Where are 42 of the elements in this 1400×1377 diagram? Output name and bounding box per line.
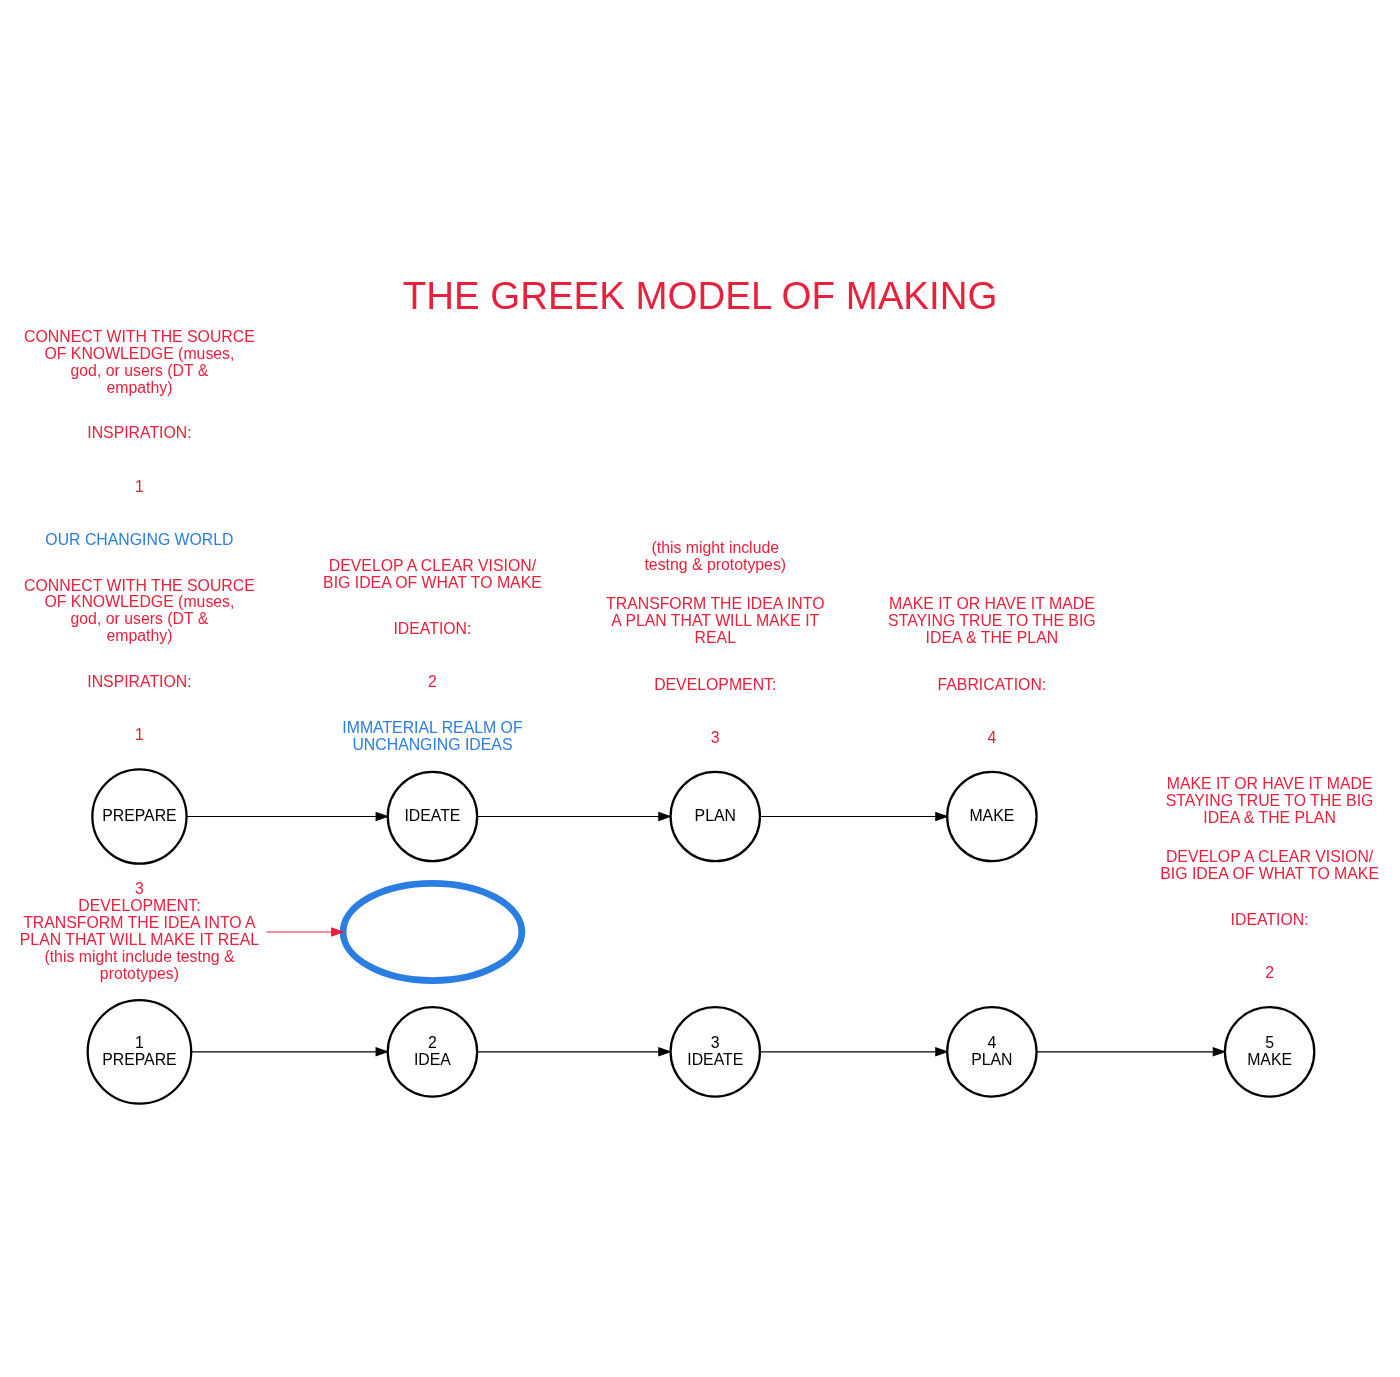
label: CONNECT WITH THE SOURCE OF KNOWLEDGE (muses, god, or users (DT & empathy)	[24, 327, 255, 396]
node-circle: 5 MAKE	[1223, 1006, 1316, 1098]
label: INSPIRATION:	[87, 673, 192, 691]
arrow	[1036, 1047, 1227, 1057]
node-ellipse	[339, 879, 526, 984]
label: OUR CHANGING WORLD	[45, 530, 234, 548]
node-circle: MAKE	[946, 770, 1038, 863]
label: DEVELOPMENT:	[654, 675, 777, 693]
node-circle: PREPARE	[91, 768, 188, 865]
label: 2	[428, 673, 437, 691]
label: IDEATION:	[1230, 910, 1309, 928]
label: MAKE IT OR HAVE IT MADE STAYING TRUE TO THE BIG IDEA & THE PLAN	[1165, 775, 1374, 826]
diagram-title: THE GREEK MODEL OF MAKING	[402, 273, 998, 317]
node-circle: 3 IDEATE	[669, 1006, 762, 1098]
arrow	[759, 811, 949, 822]
label: (this might include testng & prototypes)	[644, 539, 787, 574]
node-circle: PLAN	[669, 770, 762, 863]
node-circle: 2 IDEA	[386, 1006, 479, 1098]
node-circle: 4 PLAN	[946, 1006, 1038, 1098]
label: IMMATERIAL REALM OF UNCHANGING IDEAS	[342, 719, 523, 754]
label: INSPIRATION:	[87, 424, 192, 442]
node-text: 3 DEVELOPMENT: TRANSFORM THE IDEA INTO A PLAN THAT WILL MAKE IT REAL (this might include testng & prototypes)	[19, 879, 260, 982]
node-circle: IDEATE	[386, 770, 479, 863]
label: FABRICATION:	[937, 675, 1047, 693]
label: 1	[135, 726, 144, 744]
arrow	[186, 811, 390, 822]
arrow	[759, 1047, 949, 1057]
label: 3	[710, 728, 720, 746]
label: DEVELOP A CLEAR VISION/ BIG IDEA OF WHAT TO MAKE	[323, 557, 542, 592]
label: IDEATION:	[393, 620, 472, 638]
arrow	[190, 1047, 390, 1057]
label: MAKE IT OR HAVE IT MADE STAYING TRUE TO THE BIG IDEA & THE PLAN	[888, 595, 1096, 647]
arrow	[476, 1047, 672, 1057]
arrow	[476, 811, 672, 822]
label: 1	[135, 477, 144, 495]
arrow	[265, 927, 345, 937]
node-circle: 1 PREPARE	[86, 999, 193, 1105]
label: TRANSFORM THE IDEA INTO A PLAN THAT WILL MAKE IT REAL	[606, 595, 825, 647]
label: CONNECT WITH THE SOURCE OF KNOWLEDGE (muses, god, or users (DT & empathy)	[24, 576, 255, 645]
label: DEVELOP A CLEAR VISION/ BIG IDEA OF WHAT TO MAKE	[1160, 848, 1379, 882]
label: 2	[1265, 963, 1275, 981]
label: 4	[987, 728, 997, 746]
